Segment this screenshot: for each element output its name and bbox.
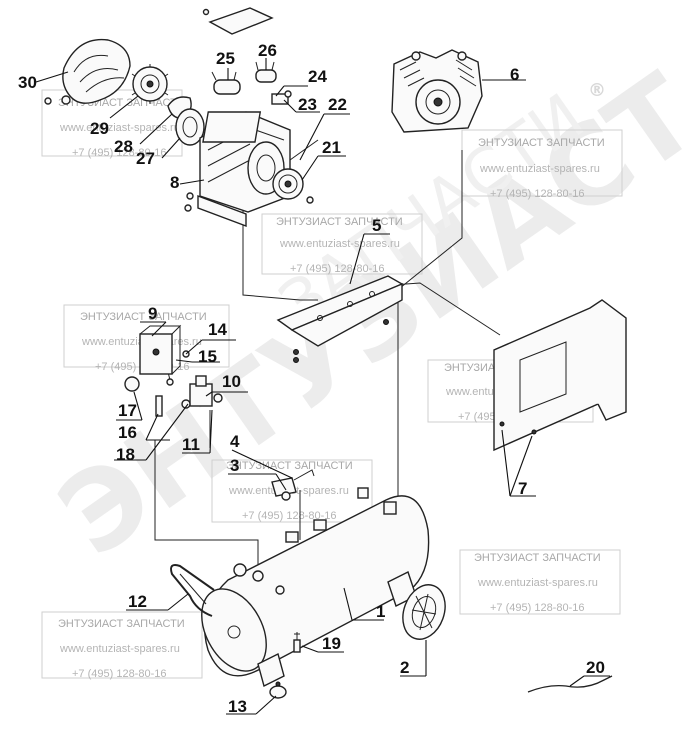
callout-14: 14 bbox=[208, 320, 227, 339]
callout-5: 5 bbox=[372, 216, 381, 235]
callout-6: 6 bbox=[510, 65, 519, 84]
safety-valve bbox=[155, 395, 163, 417]
callout-19: 19 bbox=[322, 634, 341, 653]
terminal-block bbox=[271, 90, 292, 105]
callout-1: 1 bbox=[376, 602, 385, 621]
stamp-site: www.entuziast-spares.ru bbox=[279, 238, 400, 250]
handle bbox=[170, 564, 215, 617]
watermark-stamp: ЭНТУЗИАСТ ЗАПЧАСТИ www.entuziast-spares.… bbox=[461, 129, 623, 200]
stamp-phone: +7 (495) 128-80-16 bbox=[290, 263, 384, 275]
stamp-title: ЭНТУЗИАСТ ЗАПЧАСТИ bbox=[478, 137, 605, 149]
stamp-site: www.entuziast-spares.ru bbox=[479, 163, 600, 175]
air-receiver-tank bbox=[201, 487, 430, 688]
callout-24: 24 bbox=[308, 67, 327, 86]
watermark-stamp: ЭНТУЗИАСТ ЗАПЧАСТИ www.entuziast-spares.… bbox=[211, 459, 373, 523]
electric-motor bbox=[184, 111, 291, 228]
power-cable bbox=[527, 675, 613, 693]
stamp-site: www.entuziast-spares.ru bbox=[477, 577, 598, 589]
drain-valve bbox=[293, 632, 301, 653]
stamp-phone: +7 (495) 128-80-16 bbox=[72, 147, 166, 159]
callout-16: 16 bbox=[118, 423, 137, 442]
callout-labels: 1 2 3 4 5 6 7 8 9 10 11 12 13 14 15 17 1… bbox=[18, 41, 605, 716]
wheel bbox=[402, 584, 446, 640]
callout-17: 17 bbox=[118, 401, 137, 420]
callout-9: 9 bbox=[148, 304, 157, 323]
stamp-site: www.entuziast-spares.ru bbox=[59, 643, 180, 655]
callout-29: 29 bbox=[90, 119, 109, 138]
callout-25: 25 bbox=[216, 49, 235, 68]
stamp-title: ЭНТУЗИАСТ ЗАПЧАСТИ bbox=[226, 460, 353, 472]
stamp-title: ЭНТУЗИАСТ ЗАПЧАСТИ bbox=[80, 311, 207, 323]
mounting-plate bbox=[276, 275, 404, 363]
fan-wheel bbox=[131, 64, 169, 104]
callout-18: 18 bbox=[116, 445, 135, 464]
belt-guard bbox=[493, 299, 627, 452]
stamp-title: ЭНТУЗИАСТ ЗАПЧАСТИ bbox=[474, 552, 601, 564]
pulley bbox=[272, 168, 314, 204]
callout-12: 12 bbox=[128, 592, 147, 611]
callout-21: 21 bbox=[322, 138, 341, 157]
registered-mark: ® bbox=[588, 80, 606, 101]
callout-22: 22 bbox=[328, 95, 347, 114]
rubber-foot bbox=[269, 681, 287, 699]
callout-2: 2 bbox=[400, 658, 409, 677]
callout-26: 26 bbox=[258, 41, 277, 60]
callout-7: 7 bbox=[518, 479, 527, 498]
callout-4: 4 bbox=[230, 432, 240, 451]
stamp-phone: +7 (495) 128-80-16 bbox=[490, 188, 584, 200]
callout-10: 10 bbox=[222, 372, 241, 391]
callout-13: 13 bbox=[228, 697, 247, 716]
stamp-phone: +7 (495) 128-80-16 bbox=[72, 668, 166, 680]
callout-30: 30 bbox=[18, 73, 37, 92]
pressure-gauge bbox=[124, 376, 140, 392]
watermark-stamp: ЭНТУЗИАСТ ЗАПЧАСТИ www.entuziast-spares.… bbox=[261, 213, 423, 275]
callout-23: 23 bbox=[298, 95, 317, 114]
stamp-phone: +7 (495) 128-80-16 bbox=[490, 602, 584, 614]
stamp-title: ЭНТУЗИАСТ ЗАПЧАСТИ bbox=[276, 216, 403, 228]
pump-head bbox=[391, 49, 483, 133]
fan-guard bbox=[44, 38, 131, 105]
watermark-stamp: ЭНТУЗИАСТ ЗАПЧАСТИ www.entuziast-spares.… bbox=[41, 611, 203, 680]
callout-8: 8 bbox=[170, 173, 179, 192]
check-valve bbox=[181, 375, 223, 409]
terminal-box-cover bbox=[202, 7, 274, 35]
callout-20: 20 bbox=[586, 658, 605, 677]
motor-end-cover bbox=[175, 108, 205, 146]
callout-15: 15 bbox=[198, 347, 217, 366]
callout-27: 27 bbox=[136, 149, 155, 168]
pressure-switch bbox=[139, 324, 182, 375]
capacitor-start bbox=[211, 71, 241, 95]
stamp-phone: +7 (495) 128-80-16 bbox=[242, 510, 336, 522]
stamp-title: ЭНТУЗИАСТ ЗАПЧАСТИ bbox=[58, 618, 185, 630]
callout-3: 3 bbox=[230, 456, 239, 475]
stamp-site: www.entuziast-spares.ru bbox=[59, 122, 180, 134]
callout-11: 11 bbox=[182, 435, 200, 454]
callout-28: 28 bbox=[114, 137, 133, 156]
cable-gland bbox=[289, 139, 319, 161]
watermark-stamp: ЭНТУЗИАСТ ЗАПЧАСТИ www.entuziast-spares.… bbox=[459, 549, 621, 615]
